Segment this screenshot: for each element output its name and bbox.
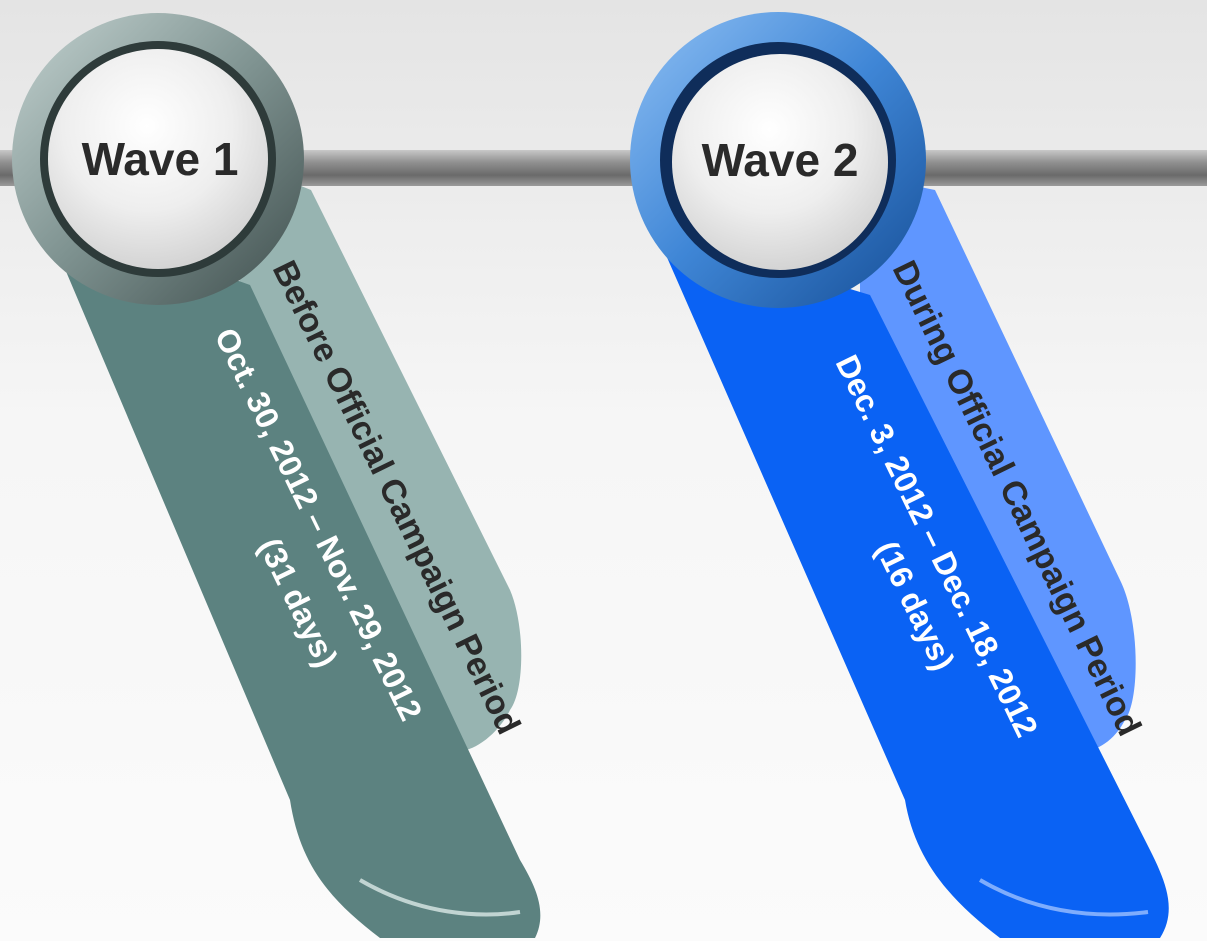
wave-1-ribbon-front <box>40 210 541 938</box>
wave-1-title: Wave 1 <box>82 133 239 185</box>
wave-2-ribbon-back <box>860 175 1136 752</box>
wave-2-ribbon-highlight <box>978 878 1149 917</box>
wave-1-ribbon-back <box>236 160 522 751</box>
wave-1-ring-inner <box>48 49 268 269</box>
wave-2-group: Wave 2 During Official Campaign Period D… <box>630 12 1169 938</box>
wave-2-ring-inner <box>672 54 888 270</box>
wave-2-title: Wave 2 <box>702 134 859 186</box>
wave-1-ribbon-highlight <box>358 878 521 917</box>
wave-2-ribbon-front <box>655 230 1169 938</box>
